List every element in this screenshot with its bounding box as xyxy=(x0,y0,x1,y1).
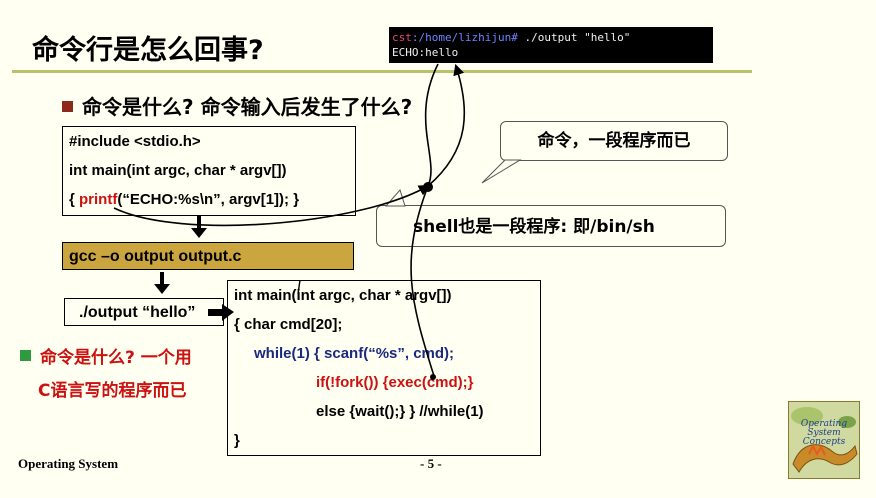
title-divider xyxy=(12,70,752,73)
terminal-prompt: cst xyxy=(392,31,412,44)
slide-title: 命令行是怎么回事? xyxy=(32,35,264,66)
bullet-question-text: 命令是什么? 命令输入后发生了什么? xyxy=(82,95,413,119)
page-number: - 5 - xyxy=(420,456,442,471)
printf-highlight: printf xyxy=(79,191,118,208)
code-line: while(1) { scanf(“%s”, cmd); xyxy=(254,345,455,362)
terminal-line-command: cst:/home/lizhijun# ./output "hello" xyxy=(392,30,713,45)
code-line: else {wait();} } //while(1) xyxy=(316,403,484,420)
callout-program: 命令，一段程序而已 xyxy=(500,121,728,161)
bullet-answer-text: 命令是什么? 一个用 xyxy=(40,348,192,368)
terminal-path: :/home/lizhijun# xyxy=(411,31,518,44)
gcc-command-box: gcc –o output output.c xyxy=(62,242,354,270)
terminal-screenshot: cst:/home/lizhijun# ./output "hello" ECH… xyxy=(389,27,713,63)
book-title-line: Operating xyxy=(800,419,848,429)
book-title-line: Concepts xyxy=(802,437,846,447)
flow-arrow-output xyxy=(427,63,466,187)
code-fragment: (“ECHO:%s\n”, argv[1]); } xyxy=(117,191,300,208)
bullet-answer: 命令是什么? 一个用 C语言写的程序而已 xyxy=(20,342,192,408)
arrow-down-icon xyxy=(191,228,207,238)
code-box-output-c: #include <stdio.h> int main(int argc, ch… xyxy=(62,126,356,216)
bullet-answer-line: 命令是什么? 一个用 xyxy=(20,342,192,375)
code-line: int main(int argc, char * argv[]) xyxy=(234,287,452,304)
book-cover-image: Operating System Concepts xyxy=(788,401,860,479)
footer-course: Operating System xyxy=(18,456,119,471)
callout-shell: shell也是一段程序: 即/bin/sh xyxy=(376,205,726,247)
terminal-command: ./output "hello" xyxy=(517,31,631,44)
code-line: { char cmd[20]; xyxy=(234,316,343,333)
square-bullet-icon xyxy=(62,101,73,112)
square-bullet-icon xyxy=(20,350,31,361)
code-fragment: { xyxy=(69,191,80,208)
bullet-question: 命令是什么? 命令输入后发生了什么? xyxy=(62,91,412,120)
code-line: int main(int argc, char * argv[]) xyxy=(69,162,287,179)
callout-program-tail xyxy=(481,159,522,184)
terminal-output: ECHO:hello xyxy=(392,46,459,59)
code-line: } xyxy=(234,432,240,449)
arrow-down-icon xyxy=(160,272,164,286)
book-title-line: System xyxy=(807,428,841,438)
code-line: if(!fork()) {exec(cmd);} xyxy=(316,374,474,391)
bullet-answer-line: C语言写的程序而已 xyxy=(38,381,187,401)
code-line: #include <stdio.h> xyxy=(69,133,201,150)
book-cover-title: Operating System Concepts xyxy=(793,420,855,447)
callout-shell-tail xyxy=(384,188,406,207)
junction-dot xyxy=(423,182,433,192)
code-box-shell: int main(int argc, char * argv[]) { char… xyxy=(227,280,541,456)
arrow-down-icon xyxy=(197,215,201,230)
run-command-box: ./output “hello” xyxy=(64,298,224,326)
arrow-down-icon xyxy=(154,284,170,294)
dinosaur-icon xyxy=(789,402,859,478)
code-line: { printf(“ECHO:%s\n”, argv[1]); } xyxy=(69,191,299,208)
